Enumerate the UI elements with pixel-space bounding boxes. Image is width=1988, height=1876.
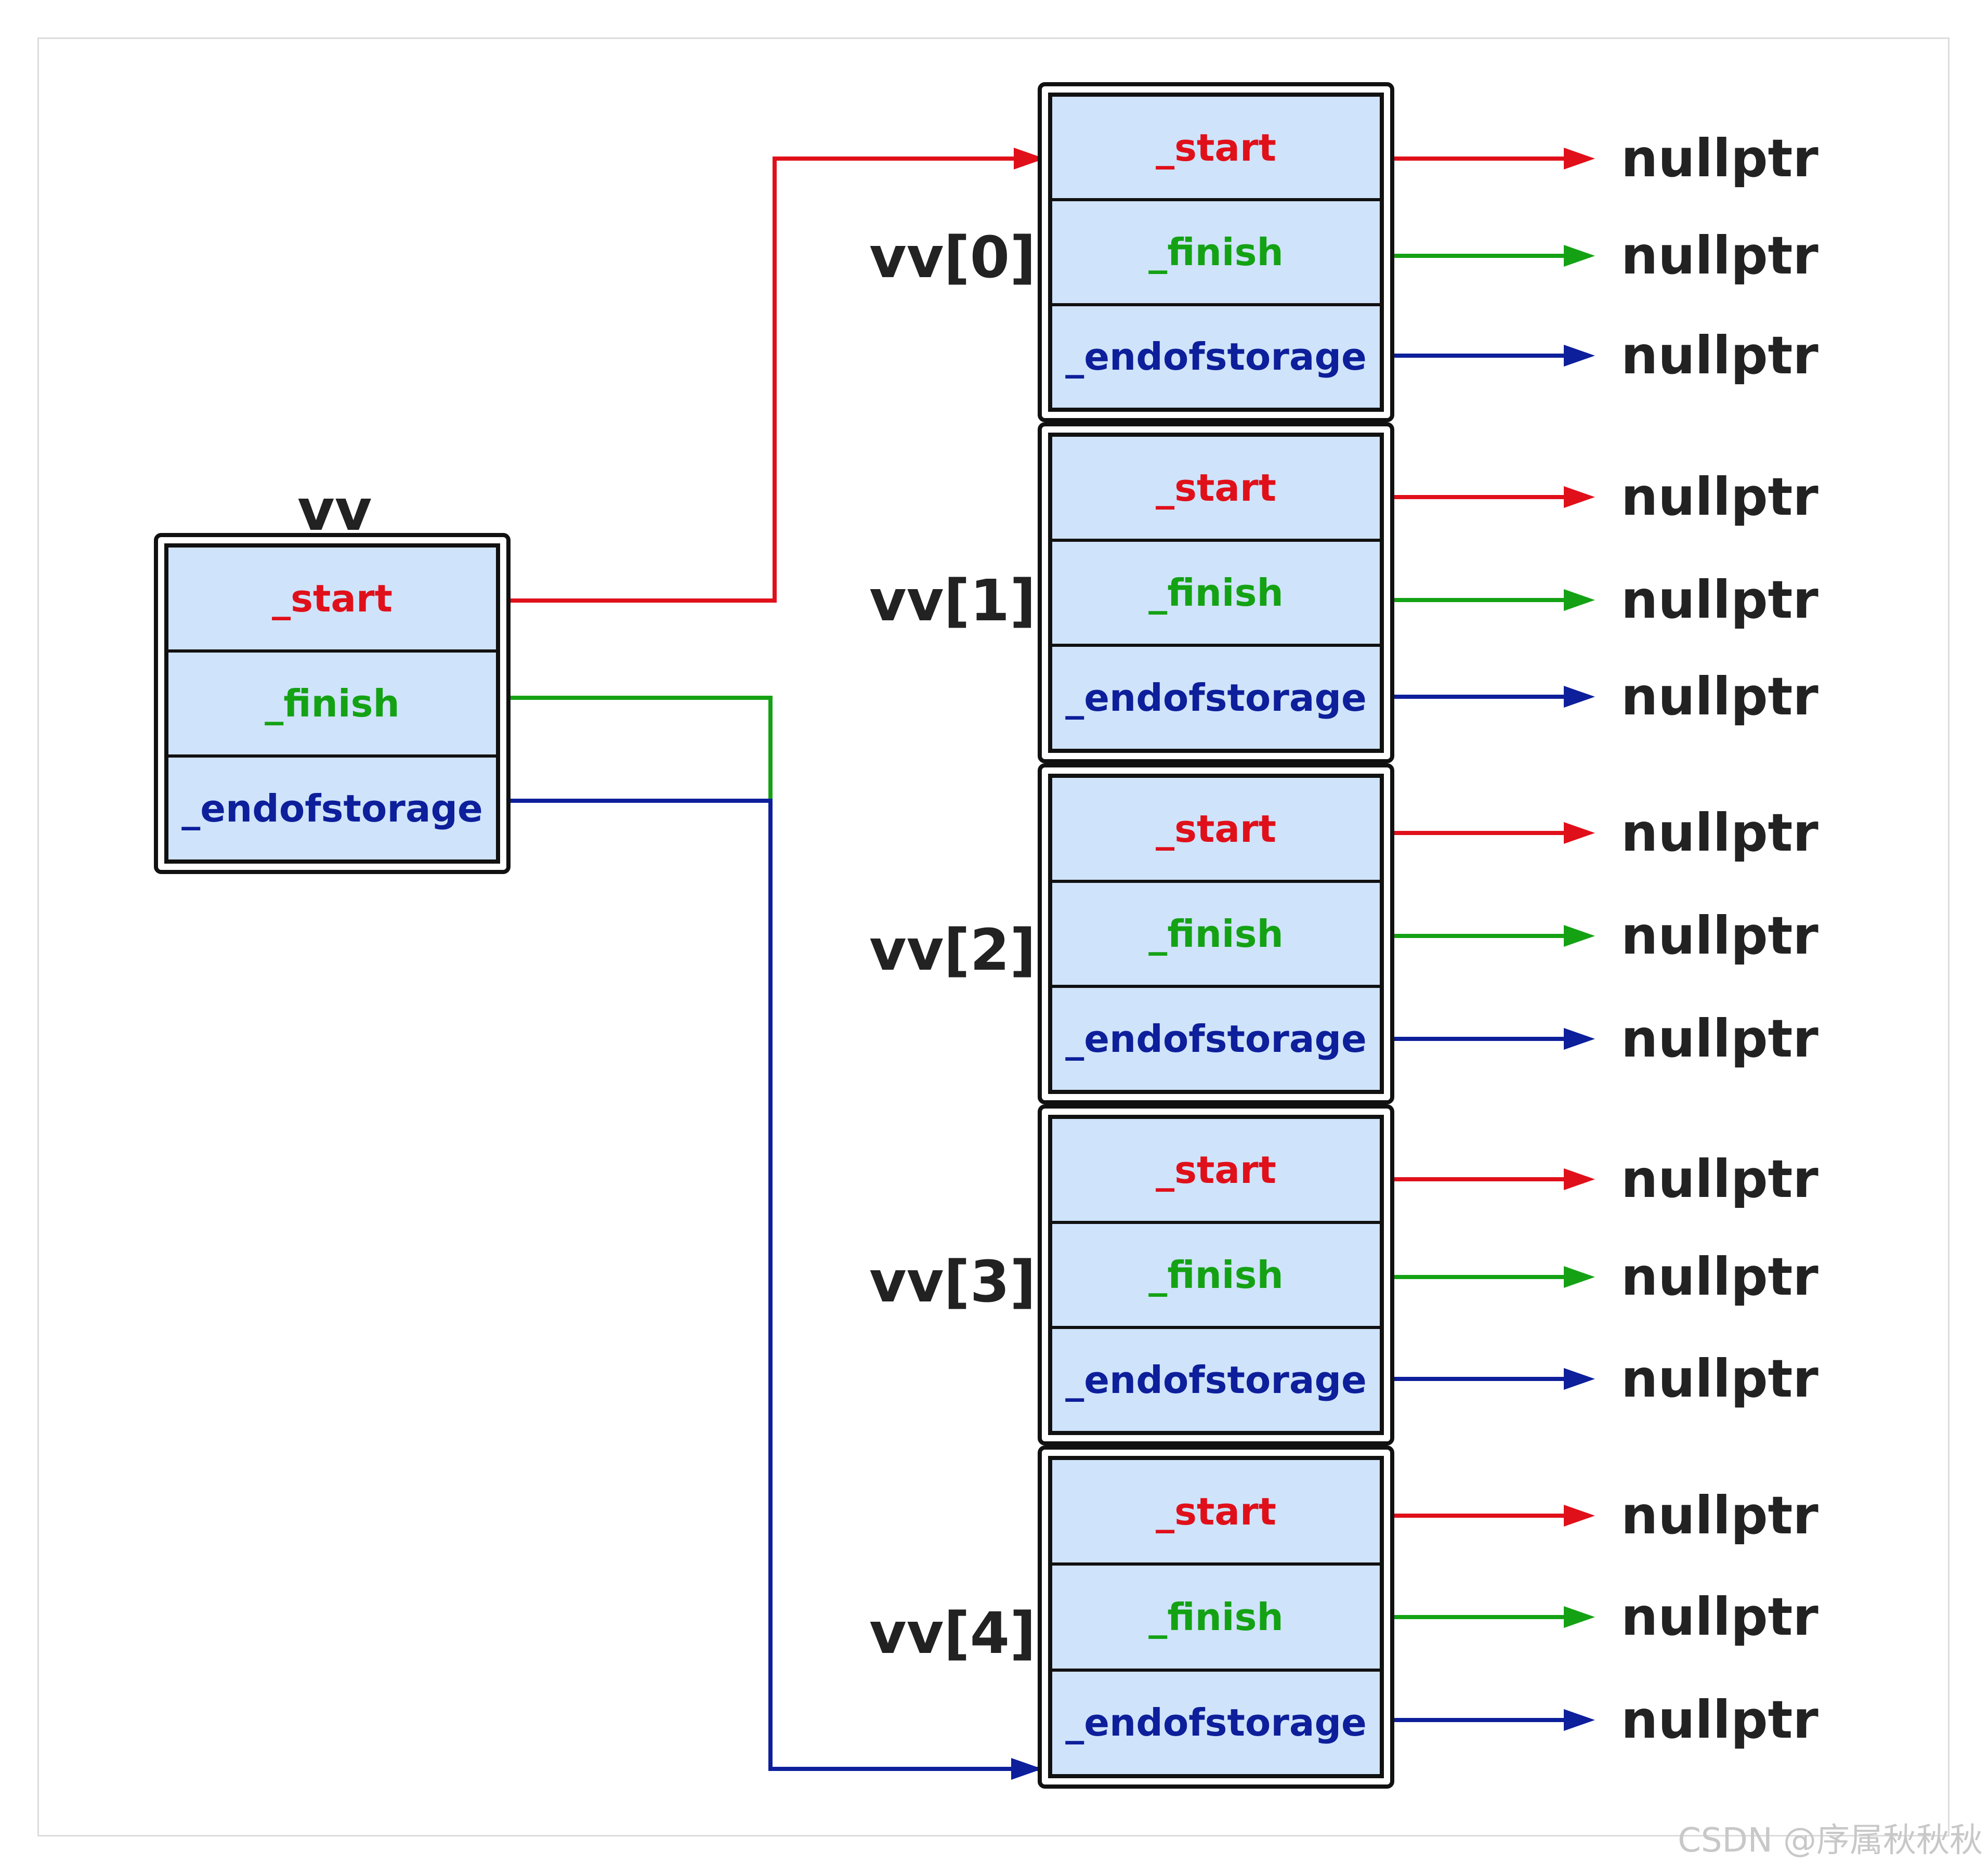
element-0-start-target: nullptr bbox=[1621, 128, 1819, 189]
element-0-field-finish: _finish bbox=[1052, 198, 1380, 303]
element-3-start-arrowhead bbox=[1564, 1168, 1595, 1190]
element-0-start-arrowhead bbox=[1564, 148, 1595, 170]
element-3-field-endofstorage: _endofstorage bbox=[1052, 1326, 1380, 1431]
element-3-field-finish: _finish bbox=[1052, 1221, 1380, 1326]
main-struct-label: vv bbox=[297, 477, 372, 543]
endofstorage-pointer-wire bbox=[504, 799, 1042, 1771]
element-label-2: vv[2] bbox=[869, 917, 1036, 983]
element-3-start-target: nullptr bbox=[1621, 1149, 1819, 1209]
element-4-start-arrowhead bbox=[1564, 1505, 1595, 1527]
element-2-endofstorage-arrowhead bbox=[1564, 1028, 1595, 1050]
element-0-endofstorage-arrowhead bbox=[1564, 345, 1595, 367]
element-2-finish-target: nullptr bbox=[1621, 905, 1819, 966]
element-1-finish-target: nullptr bbox=[1621, 569, 1819, 630]
element-label-0: vv[0] bbox=[869, 224, 1036, 291]
element-1-endofstorage-target: nullptr bbox=[1621, 666, 1819, 727]
element-1-start-arrowhead bbox=[1564, 486, 1595, 508]
start-pointer-wire bbox=[504, 157, 1045, 603]
element-3-finish-arrowhead bbox=[1564, 1266, 1595, 1288]
main-field-start: _start bbox=[168, 548, 496, 649]
endofstorage-pointer-arrowhead bbox=[1011, 1758, 1042, 1780]
element-box-3: _start _finish _endofstorage bbox=[1038, 1104, 1394, 1445]
element-4-finish-arrowhead bbox=[1564, 1606, 1595, 1628]
nullptr-arrows bbox=[1394, 148, 1595, 1731]
element-0-endofstorage-target: nullptr bbox=[1621, 325, 1819, 386]
element-4-field-endofstorage: _endofstorage bbox=[1052, 1668, 1380, 1774]
element-4-finish-target: nullptr bbox=[1621, 1586, 1819, 1647]
element-2-field-finish: _finish bbox=[1052, 880, 1380, 985]
element-box-0: _start _finish _endofstorage bbox=[1038, 82, 1394, 422]
element-label-4: vv[4] bbox=[869, 1600, 1036, 1666]
element-3-field-start: _start bbox=[1052, 1119, 1380, 1221]
start-pointer-arrowhead bbox=[1014, 148, 1045, 170]
element-2-start-arrowhead bbox=[1564, 822, 1595, 844]
element-1-start-target: nullptr bbox=[1621, 466, 1819, 527]
element-3-endofstorage-target: nullptr bbox=[1621, 1348, 1819, 1409]
element-0-field-start: _start bbox=[1052, 97, 1380, 199]
element-box-4: _start _finish _endofstorage bbox=[1038, 1445, 1394, 1789]
main-field-endofstorage: _endofstorage bbox=[168, 754, 496, 859]
element-2-field-start: _start bbox=[1052, 778, 1380, 880]
element-0-finish-arrowhead bbox=[1564, 245, 1595, 267]
element-1-endofstorage-arrowhead bbox=[1564, 686, 1595, 708]
watermark: CSDN @序属秋秋秋 bbox=[1678, 1821, 1983, 1860]
element-1-field-finish: _finish bbox=[1052, 539, 1380, 644]
element-0-field-endofstorage: _endofstorage bbox=[1052, 303, 1380, 408]
element-1-finish-arrowhead bbox=[1564, 589, 1595, 611]
main-struct-fields: _start _finish _endofstorage bbox=[164, 543, 500, 864]
diagram-frame bbox=[37, 37, 1950, 1836]
element-2-start-target: nullptr bbox=[1621, 802, 1819, 863]
element-1-field-start: _start bbox=[1052, 437, 1380, 539]
element-4-field-start: _start bbox=[1052, 1460, 1380, 1563]
finish-pointer-wire bbox=[504, 696, 773, 801]
element-4-start-target: nullptr bbox=[1621, 1485, 1819, 1546]
element-4-endofstorage-arrowhead bbox=[1564, 1709, 1595, 1731]
element-4-endofstorage-target: nullptr bbox=[1621, 1689, 1819, 1750]
main-struct-box: _start _finish _endofstorage bbox=[154, 533, 511, 874]
element-label-3: vv[3] bbox=[869, 1248, 1036, 1315]
element-4-field-finish: _finish bbox=[1052, 1562, 1380, 1669]
element-box-1: _start _finish _endofstorage bbox=[1038, 422, 1394, 763]
element-3-endofstorage-arrowhead bbox=[1564, 1368, 1595, 1390]
element-2-field-endofstorage: _endofstorage bbox=[1052, 985, 1380, 1090]
element-box-2: _start _finish _endofstorage bbox=[1038, 763, 1394, 1104]
main-field-finish: _finish bbox=[168, 649, 496, 754]
element-0-finish-target: nullptr bbox=[1621, 225, 1819, 286]
element-1-field-endofstorage: _endofstorage bbox=[1052, 644, 1380, 749]
element-label-1: vv[1] bbox=[869, 567, 1036, 634]
element-2-finish-arrowhead bbox=[1564, 925, 1595, 947]
element-3-finish-target: nullptr bbox=[1621, 1246, 1819, 1307]
element-2-endofstorage-target: nullptr bbox=[1621, 1008, 1819, 1069]
